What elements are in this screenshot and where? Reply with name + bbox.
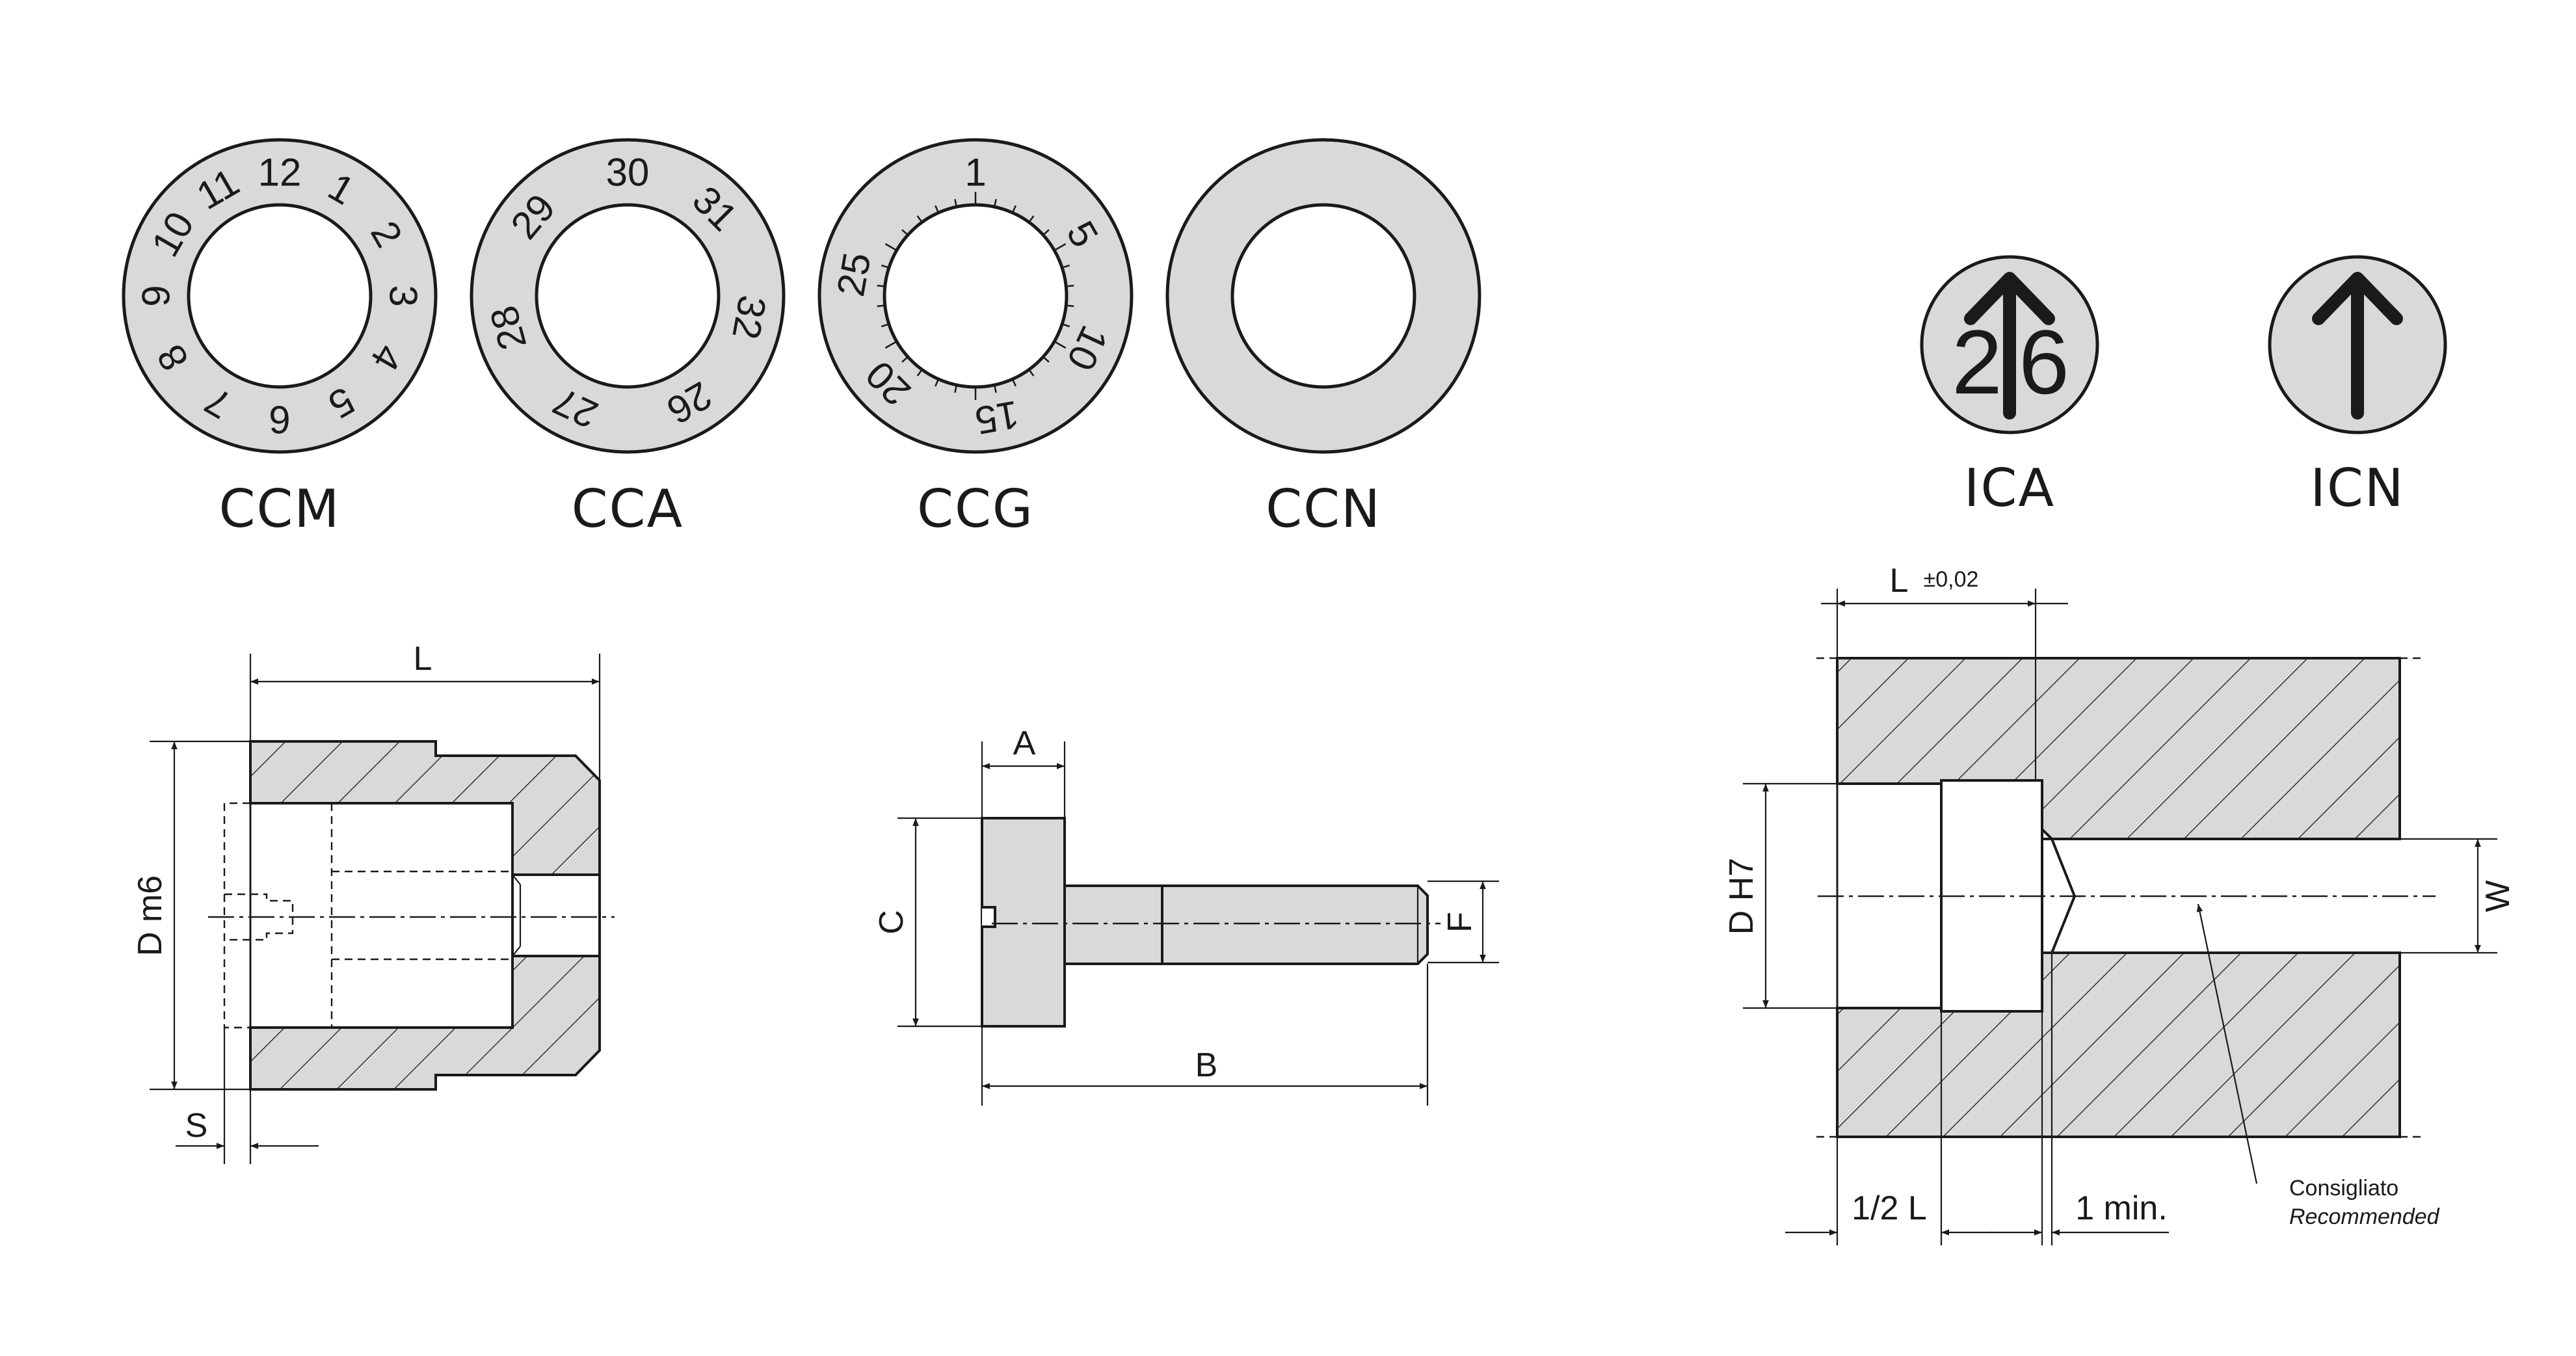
dimension-l-housing: L [1890,562,1909,600]
scale-tick [954,199,958,207]
screw: A C F B [873,725,1499,1106]
indicator-icn-label: ICN [2310,458,2404,518]
ring-cca-label: CCA [572,479,684,539]
dimension-tolerance: ±0,02 [1924,567,1979,592]
bushing-threaded-hole [511,873,601,957]
ring-mark: 30 [606,151,650,194]
ring-ccn-hole [1230,203,1416,389]
scale-tick [935,379,940,387]
scale-tick [993,199,997,207]
arrow-up-icon [2312,272,2403,419]
scale-tick [901,229,909,236]
scale-tick [1042,356,1050,363]
screw-shank [1063,884,1163,965]
leader-line [2196,903,2258,1184]
bushing-bottom-wall [249,955,601,1091]
scale-tick [1054,340,1067,349]
dimension-w: W [2479,880,2517,912]
dimension-l: L [414,640,432,678]
scale-tick [884,243,897,252]
dimension-min: 1 min. [2075,1190,2168,1227]
scale-tick [916,215,923,223]
indicator-ica-label: ICA [1964,458,2055,518]
scale-tick [1011,205,1016,213]
arrow-up-icon [1964,272,2055,419]
screw-thread [1161,884,1429,965]
ring-ccg-scale-ticks [877,192,1074,400]
indicator-ica: 2 6 ICA [1920,255,2099,518]
ring-ccm-label: CCM [219,479,341,539]
ring-ccg-label: CCG [917,479,1034,539]
dimension-f: F [1441,912,1479,933]
housing-bottom [1836,951,2401,1138]
ring-mark: 1 [964,151,986,194]
ring-ccn: CCN [1165,138,1481,539]
scale-tick [884,340,897,349]
dimension-half-l: 1/2 L [1852,1190,1927,1227]
note-consigliato: Consigliato [2289,1176,2398,1201]
hidden-outline [223,802,250,1029]
ring-mark: 25 [829,249,879,299]
ring-mark: 6 [269,398,290,442]
scale-tick [1028,215,1035,223]
ring-cca-hole [535,203,721,389]
scale-tick [1054,243,1067,252]
note-recommended: Recommended [2289,1204,2440,1229]
scale-tick [993,384,997,393]
scale-tick [1028,369,1035,377]
ring-mark: 15 [972,392,1022,443]
dimension-c: C [873,910,910,935]
dimension-d-h7: D H7 [1723,858,1760,935]
scale-tick [881,323,890,328]
scale-tick [935,205,940,213]
bushing-section: L D m6 S [131,640,615,1164]
ring-ccn-label: CCN [1266,479,1381,539]
ring-ccg-hole [883,203,1069,389]
indicator-ica-right-digit: 6 [2019,311,2069,413]
ring-mark: 9 [135,285,178,306]
dimension-b: B [1195,1046,1218,1084]
ring-mark: 12 [258,151,302,194]
scale-tick [954,384,958,393]
dimension-d-m6: D m6 [131,875,169,956]
housing-top [1836,657,2401,840]
bushing-top-wall [249,740,601,876]
scale-tick [901,356,909,363]
ring-ccm-hole [187,203,373,389]
scale-tick [1011,379,1016,387]
housing-section: L ±0,02 D H7 W 1/2 L 1 min. Consigliato … [1723,562,2517,1245]
scale-tick [881,264,890,269]
ring-mark: 3 [382,285,425,306]
dimension-s: S [185,1107,208,1145]
scale-tick [916,369,923,377]
scale-tick [1061,264,1070,269]
indicator-ica-left-digit: 2 [1952,311,2002,413]
indicator-icn: ICN [2268,255,2447,518]
ring-mark: 32 [724,292,775,342]
dimension-a: A [1013,725,1036,762]
scale-tick [1061,323,1070,328]
scale-tick [1042,229,1050,236]
